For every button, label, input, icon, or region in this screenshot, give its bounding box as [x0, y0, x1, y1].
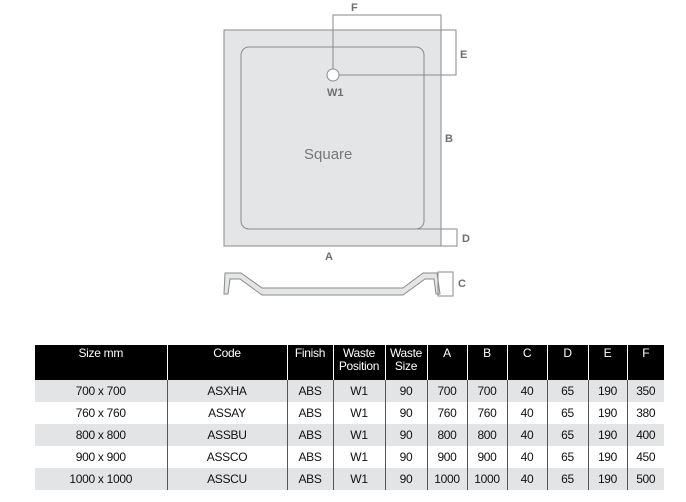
table-cell: 900	[466, 446, 507, 468]
table-cell: ABS	[286, 380, 333, 402]
table-cell: ASSAY	[166, 402, 287, 424]
table-cell: 40	[506, 380, 547, 402]
table-cell: 900	[426, 446, 467, 468]
table-cell: ASSCO	[166, 446, 287, 468]
table-cell: ASSCU	[166, 468, 287, 490]
table-cell: 800 x 800	[35, 424, 167, 446]
table-cell: ABS	[286, 402, 333, 424]
table-cell: 760 x 760	[75, 406, 126, 420]
header-d: D	[546, 345, 588, 380]
header-finish: Finish	[286, 345, 333, 380]
dimension-f-line	[332, 14, 442, 75]
table-cell: 90	[384, 380, 427, 402]
table-cell: W1	[332, 402, 385, 424]
table-cell: 1000	[466, 468, 507, 490]
specification-table: Size mm Code Finish Waste Position Waste…	[35, 345, 664, 490]
tray-profile	[223, 272, 441, 296]
label-e: E	[460, 49, 468, 61]
header-waste-position: Waste Position	[332, 345, 385, 380]
table-cell: 40	[506, 468, 547, 490]
table-cell: 190	[587, 380, 627, 402]
table-cell: 1000 x 1000	[35, 468, 167, 490]
label-b: B	[445, 133, 453, 145]
table-cell: 760	[426, 402, 467, 424]
table-header-row: Size mm Code Finish Waste Position Waste…	[35, 345, 664, 380]
dimension-e-line	[333, 29, 457, 76]
table-cell: 800	[466, 424, 507, 446]
table-cell: 190	[587, 402, 627, 424]
table-cell: 900 x 900	[75, 450, 126, 464]
table-cell: 65	[546, 380, 588, 402]
table-cell: 380	[626, 402, 664, 424]
table-cell: 760	[466, 402, 507, 424]
shape-label: Square	[304, 146, 353, 163]
shower-tray-drawing	[223, 14, 458, 297]
table-cell: ABS	[286, 424, 333, 446]
table-cell: W1	[332, 424, 385, 446]
dimension-d-line	[417, 228, 458, 247]
label-a: A	[325, 251, 333, 263]
label-w1: W1	[327, 87, 344, 99]
header-waste-size: Waste Size	[384, 345, 427, 380]
table-cell: ASXHA	[166, 380, 287, 402]
table-cell: 65	[546, 424, 588, 446]
header-size: Size mm	[35, 345, 167, 380]
table-cell: 40	[506, 446, 547, 468]
table-cell: 90	[384, 402, 427, 424]
table-cell: 65	[546, 446, 588, 468]
label-d: D	[462, 233, 470, 245]
table-cell: 90	[384, 446, 427, 468]
table-cell: 190	[587, 446, 627, 468]
table-cell: 90	[384, 468, 427, 490]
label-f: F	[351, 2, 358, 14]
table-cell: 350	[626, 380, 664, 402]
header-e: E	[587, 345, 627, 380]
dimension-c-box	[437, 271, 454, 297]
table-cell: 700 x 700	[35, 380, 167, 402]
table-cell: 90	[384, 424, 427, 446]
table-cell: 700	[426, 380, 467, 402]
table-cell: W1	[332, 446, 385, 468]
table-cell: ABS	[286, 468, 333, 490]
table-cell: 65	[546, 402, 588, 424]
table-cell: W1	[332, 468, 385, 490]
table-cell: 400	[626, 424, 664, 446]
header-f: F	[626, 345, 664, 380]
waste-outlet-icon	[326, 68, 340, 82]
table-cell: 800	[426, 424, 467, 446]
header-code: Code	[166, 345, 287, 380]
table-cell: 40	[506, 424, 547, 446]
header-c: C	[506, 345, 547, 380]
table-cell: W1	[332, 380, 385, 402]
table-cell: ASSBU	[166, 424, 287, 446]
table-cell: ABS	[286, 446, 333, 468]
label-c: C	[458, 278, 466, 290]
table-cell: 190	[587, 468, 627, 490]
table-cell: 700	[466, 380, 507, 402]
table-cell: 1000	[426, 468, 467, 490]
table-cell: 40	[506, 402, 547, 424]
header-a: A	[426, 345, 467, 380]
table-cell: 65	[546, 468, 588, 490]
table-cell: 450	[626, 446, 664, 468]
table-cell: 500	[626, 468, 664, 490]
header-b: B	[466, 345, 507, 380]
table-cell: 190	[587, 424, 627, 446]
